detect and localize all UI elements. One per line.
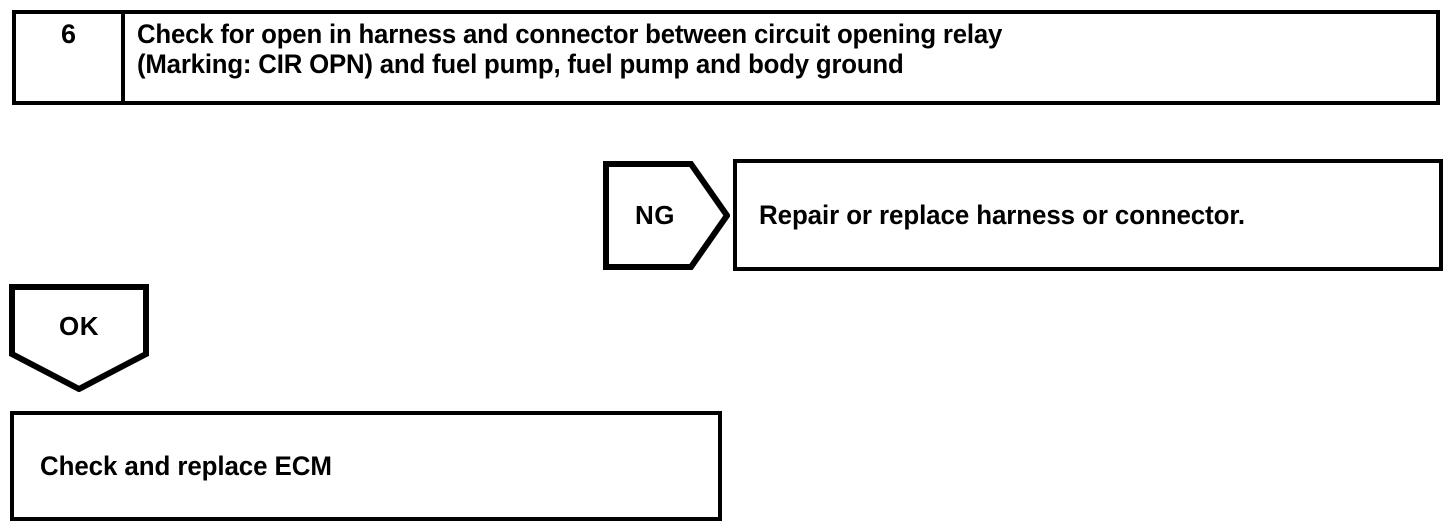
ok-result-box: Check and replace ECM	[10, 411, 722, 521]
ok-branch-arrow: OK	[9, 284, 149, 392]
step-description-cell: Check for open in harness and connector …	[125, 14, 1436, 101]
step-number: 6	[60, 19, 77, 49]
ng-arrow-icon	[603, 161, 730, 270]
step-description-line-2: (Marking: CIR OPN) and fuel pump, fuel p…	[137, 49, 904, 80]
ok-branch-label: OK	[59, 310, 99, 341]
step-number-cell: 6	[16, 14, 125, 101]
ng-result-box: Repair or replace harness or connector.	[733, 159, 1443, 271]
ng-branch-label: NG	[635, 200, 675, 230]
ng-branch-arrow: NG	[603, 161, 730, 270]
step-description-line-1: Check for open in harness and connector …	[137, 19, 1003, 49]
ok-arrow-icon	[9, 284, 149, 392]
ok-result-text: Check and replace ECM	[40, 450, 332, 481]
step-table: 6 Check for open in harness and connecto…	[12, 10, 1440, 105]
ng-result-text: Repair or replace harness or connector.	[759, 199, 1246, 230]
